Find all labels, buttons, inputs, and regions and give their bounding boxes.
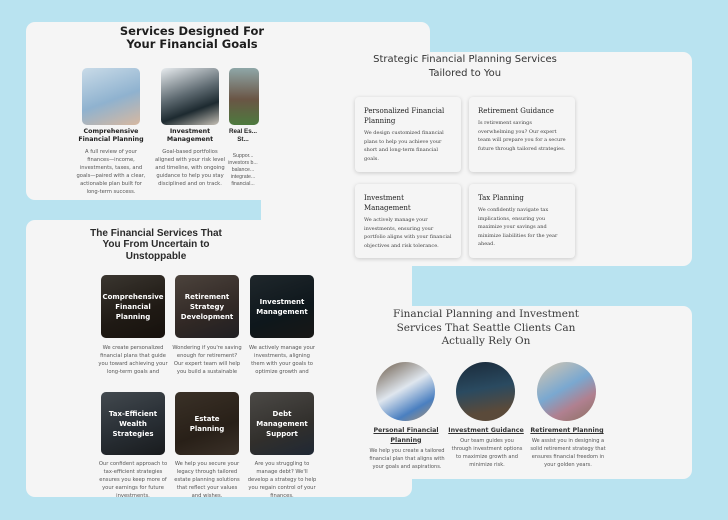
service-card-description: We confidently navigate tax implications… <box>478 207 558 248</box>
service-card-title: Comprehensive Financial Planning <box>101 275 165 338</box>
panel-a-title: Services Designed For Your Financial Goa… <box>119 24 265 51</box>
panel-b-title: Strategic Financial Planning Services Ta… <box>373 54 557 79</box>
circle-image-documents <box>376 362 435 421</box>
service-description: We create personalized financial plans t… <box>98 345 168 374</box>
panel-d-title: Financial Planning and Investment Servic… <box>393 308 579 347</box>
card-title: Real Es... St... <box>228 128 257 143</box>
service-card-title: Personalized Financial Planning <box>364 107 445 125</box>
service-description: We help you secure your legacy through t… <box>174 461 240 497</box>
service-link-retirement-planning[interactable]: Retirement Planning <box>530 427 604 434</box>
panel-financial-services-unstoppable: The Financial Services That You From Unc… <box>26 220 412 497</box>
circle-image-retired-couple <box>537 362 596 421</box>
service-card[interactable]: Investment Management <box>250 275 314 338</box>
service-card-title: Tax Planning <box>478 194 524 202</box>
panel-seattle-services: Financial Planning and Investment Servic… <box>360 306 692 479</box>
service-link-investment-guidance[interactable]: Investment Guidance <box>448 427 524 434</box>
service-card[interactable]: Debt Management Support <box>250 392 314 455</box>
service-card[interactable]: Retirement Guidance Is retirement savings… <box>469 97 575 172</box>
service-card-description: Is retirement savings overwhelming you? … <box>478 120 566 152</box>
service-card-title: Retirement Guidance <box>478 107 554 115</box>
service-card[interactable]: Comprehensive Financial Planning <box>101 275 165 338</box>
service-card[interactable]: Tax-Efficient Wealth Strategies <box>101 392 165 455</box>
service-card-title: Tax-Efficient Wealth Strategies <box>101 392 165 455</box>
panel-strategic-planning: Strategic Financial Planning Services Ta… <box>261 52 692 266</box>
service-description: Our confident approach to tax-efficient … <box>98 461 168 497</box>
service-description: Our team guides you through investment o… <box>451 438 523 468</box>
card-image-house <box>229 68 259 125</box>
card-description: A full review of your finances—income, i… <box>76 149 146 195</box>
service-description: Are you struggling to manage debt? We'll… <box>247 461 317 497</box>
card-title: Investment Management <box>166 128 214 143</box>
service-card-description: We actively manage your investments, ens… <box>364 217 452 249</box>
service-description: We help you create a tailored financial … <box>369 448 445 470</box>
service-description: Wondering if you're saving enough for re… <box>172 345 242 374</box>
service-description: We actively manage your investments, ali… <box>248 345 316 374</box>
panel-c-title-line: The Financial Services That <box>90 228 222 239</box>
service-card-title: Debt Management Support <box>250 392 314 455</box>
service-card[interactable]: Personalized Financial Planning We design… <box>355 97 461 172</box>
service-card-title: Retirement Strategy Development <box>175 275 239 338</box>
service-card-title: Investment Management <box>364 194 411 212</box>
card-title: Comprehensive Financial Planning <box>78 128 144 143</box>
circle-image-monitor-chart <box>456 362 515 421</box>
service-card[interactable]: Estate Planning <box>175 392 239 455</box>
service-card-title: Estate Planning <box>175 392 239 455</box>
service-card[interactable]: Investment Management We actively manage … <box>355 184 461 258</box>
panel-c-title-line: You From Uncertain to <box>102 239 210 250</box>
card-image-laptop-chart <box>161 68 219 125</box>
card-image-hands-family <box>82 68 140 125</box>
card-description: Suppor... investors b... balance... inte… <box>228 153 258 187</box>
service-card[interactable]: Retirement Strategy Development <box>175 275 239 338</box>
service-description: We assist you in designing a solid retir… <box>530 438 606 468</box>
service-card-description: We design customized financial plans to … <box>364 130 444 162</box>
card-description: Goal-based portfolios aligned with your … <box>155 149 226 187</box>
service-card[interactable]: Tax Planning We confidently navigate tax … <box>469 184 575 258</box>
service-card-title: Investment Management <box>250 275 314 338</box>
panel-c-title-line: Unstoppable <box>125 251 187 262</box>
service-link-personal-financial-planning[interactable]: Personal Financial Planning <box>373 427 439 444</box>
